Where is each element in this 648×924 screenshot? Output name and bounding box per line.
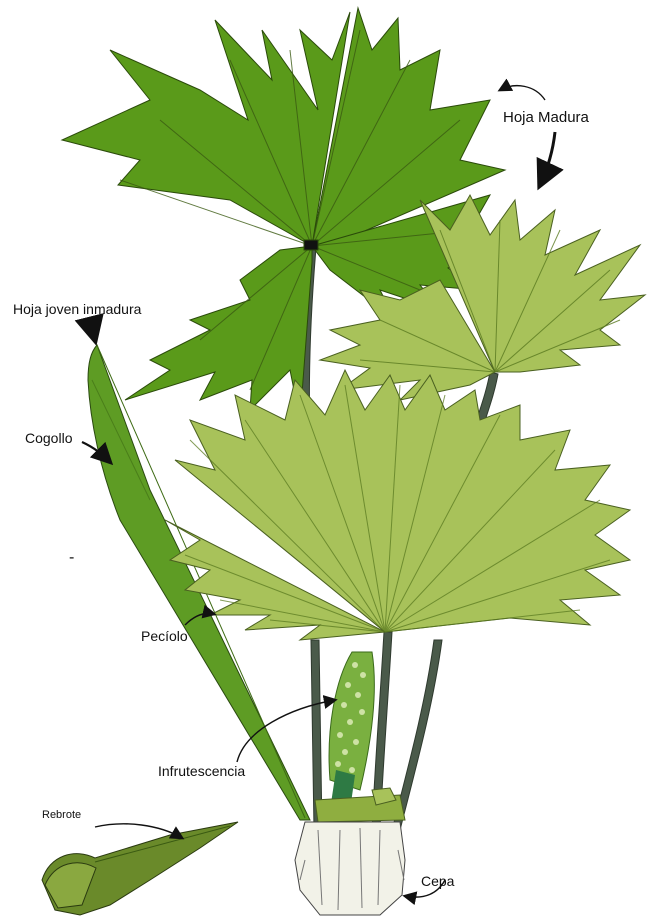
sprout bbox=[42, 822, 238, 915]
leaf-sheaths bbox=[315, 788, 405, 822]
arrow-mature-down bbox=[540, 132, 555, 185]
label-infructescence: Infrutescencia bbox=[158, 764, 245, 778]
mature-leaf-front bbox=[165, 370, 630, 640]
arrow-young bbox=[88, 318, 95, 340]
arrow-mature-curl bbox=[500, 86, 545, 100]
stray-dash-mark: - bbox=[69, 550, 74, 566]
stump bbox=[295, 822, 405, 915]
label-young-leaf: Hoja joven inmadura bbox=[13, 302, 141, 316]
label-petiole: Pecíolo bbox=[141, 629, 188, 643]
label-stump: Cepa bbox=[421, 874, 454, 888]
label-sprout: Rebrote bbox=[42, 810, 81, 821]
infructescence bbox=[329, 652, 374, 810]
label-mature-leaf: Hoja Madura bbox=[503, 110, 589, 125]
label-bud: Cogollo bbox=[25, 431, 72, 445]
